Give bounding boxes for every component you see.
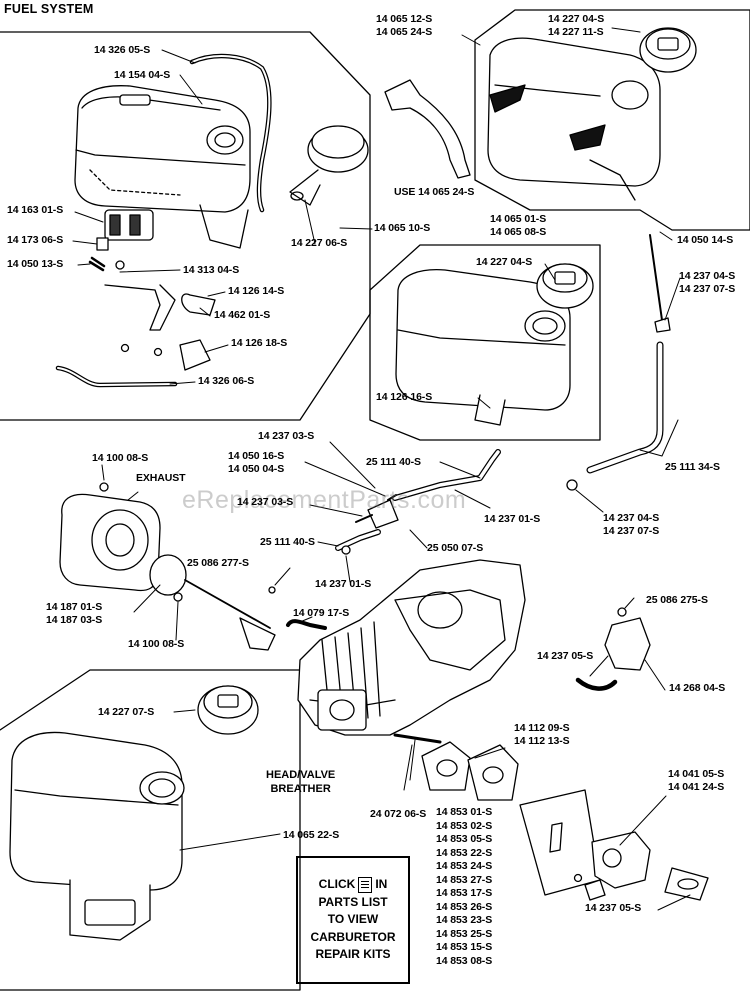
carburetor-gaskets xyxy=(421,741,519,801)
carb-kit-part-number[interactable]: 14 853 17-S xyxy=(436,887,493,899)
part-label[interactable]: 14 050 14-S xyxy=(677,234,734,246)
part-label[interactable]: 14 126 16-S xyxy=(376,391,433,403)
carb-kit-part-number[interactable]: 14 853 02-S xyxy=(436,819,493,832)
part-label[interactable]: 14 050 13-S xyxy=(7,258,64,270)
tank-bracket-14065-12 xyxy=(384,79,471,179)
bracket-14126-18 xyxy=(179,339,211,371)
part-label[interactable]: 25 111 40-S xyxy=(260,536,315,548)
fuel-cap-bottom-left xyxy=(197,685,259,735)
part-label[interactable]: 14 313 04-S xyxy=(183,264,240,276)
clamp-14462 xyxy=(181,293,216,316)
carburetor xyxy=(584,831,709,901)
part-label[interactable]: 14 163 01-S xyxy=(7,204,64,216)
fuel-cap-14227-06 xyxy=(289,125,369,206)
part-label[interactable]: 14 227 07-S xyxy=(98,706,155,718)
part-label[interactable]: 14 462 01-S xyxy=(214,309,271,321)
tube-14079-17 xyxy=(286,619,327,630)
part-label[interactable]: 14 227 04-S xyxy=(476,256,533,268)
part-label[interactable]: 14 326 05-S xyxy=(94,44,151,56)
part-label[interactable]: 14 079 17-S xyxy=(293,607,350,619)
in-label: IN xyxy=(375,877,388,891)
carb-kit-part-number[interactable]: 14 853 24-S xyxy=(436,860,493,872)
carb-kit-part-number[interactable]: 14 853 22-S xyxy=(436,846,493,859)
carb-kit-part-number[interactable]: 14 853 15-S xyxy=(436,941,493,953)
part-label[interactable]: 14 237 05-S xyxy=(537,650,594,662)
clickbox-line: PARTS LIST xyxy=(318,894,388,909)
bracket-14126-14 xyxy=(104,284,176,331)
exhaust-muffler xyxy=(59,493,161,592)
inline-filter xyxy=(367,499,399,529)
part-label[interactable]: 14 237 01-S xyxy=(484,513,541,525)
air-filter-gasket xyxy=(519,789,601,896)
part-label[interactable]: 14 126 14-S xyxy=(228,285,285,297)
click-label: CLICK xyxy=(318,877,356,891)
part-label[interactable]: 24 072 06-S xyxy=(370,808,427,820)
watermark: eReplacementParts.com xyxy=(182,486,467,514)
part-label[interactable]: 14 100 08-S xyxy=(92,452,149,464)
part-label[interactable]: 14 065 10-S xyxy=(374,222,431,234)
engine-block xyxy=(297,559,526,744)
vent-tube-bottom xyxy=(55,365,178,388)
clickbox-line: TO VIEW xyxy=(327,912,379,926)
part-label[interactable]: 14 154 04-S xyxy=(114,69,171,81)
fuel-tank-top-left xyxy=(74,85,251,249)
exhaust-label: EXHAUST xyxy=(136,472,186,484)
panel-top-right-outline xyxy=(474,9,750,231)
heat-shield xyxy=(149,554,276,651)
carburetor-repair-kits-link[interactable]: CLICK IN PARTS LIST TO VIEW CARBURETOR R… xyxy=(296,856,410,984)
part-label[interactable]: 14 237 05-S xyxy=(585,902,642,914)
part-label[interactable]: 14 227 06-S xyxy=(291,237,348,249)
carb-kit-part-number[interactable]: 14 853 23-S xyxy=(436,914,493,926)
part-label[interactable]: 25 111 34-S xyxy=(665,461,720,473)
fuel-cap-top-right xyxy=(639,27,697,73)
page-title: FUEL SYSTEM xyxy=(4,2,94,16)
head-valve-breather-label: HEAD/VALVE BREATHER xyxy=(266,769,336,795)
clickbox-line: CARBURETOR xyxy=(310,929,396,944)
part-label[interactable]: 14 268 04-S xyxy=(669,682,726,694)
part-label[interactable]: 25 086 277-S xyxy=(187,557,249,569)
carb-kit-part-number[interactable]: 14 853 25-S xyxy=(436,927,493,940)
fuel-tank-mid-right xyxy=(395,269,571,426)
fuel-cap-mid-right xyxy=(536,263,594,309)
carb-kit-part-number[interactable]: 14 853 08-S xyxy=(436,954,493,967)
carb-kit-part-number[interactable]: 14 853 27-S xyxy=(436,873,493,886)
fuel-tank-bottom-left xyxy=(9,731,185,941)
part-label[interactable]: 25 111 40-S xyxy=(366,456,421,468)
fuel-pump xyxy=(575,607,651,691)
fuel-tank-top-right xyxy=(487,37,661,201)
part-label[interactable]: 14 173 06-S xyxy=(7,234,64,246)
part-label[interactable]: 14 237 03-S xyxy=(237,496,294,508)
carb-kit-part-number[interactable]: 14 853 26-S xyxy=(436,900,493,913)
part-label[interactable]: 14 065 22-S xyxy=(283,829,340,841)
part-label[interactable]: 14 237 03-S xyxy=(258,430,315,442)
part-label[interactable]: 14 100 08-S xyxy=(128,638,185,650)
clickbox-line: REPAIR KITS xyxy=(315,947,391,961)
part-label[interactable]: 25 086 275-S xyxy=(646,594,708,606)
carb-kit-part-number[interactable]: 14 853 01-S xyxy=(436,806,493,818)
panel-mid-right-outline xyxy=(369,244,601,441)
part-label[interactable]: 14 326 06-S xyxy=(198,375,255,387)
parts-list-icon xyxy=(358,876,373,893)
part-label[interactable]: 25 050 07-S xyxy=(427,542,484,554)
panel-top-left-outline xyxy=(0,31,371,421)
use-note: USE 14 065 24-S xyxy=(394,186,475,198)
leader-lines xyxy=(72,27,691,911)
part-label[interactable]: 14 126 18-S xyxy=(231,337,288,349)
part-label[interactable]: 14 237 01-S xyxy=(315,578,372,590)
carb-kit-part-number[interactable]: 14 853 05-S xyxy=(436,833,493,845)
fuel-filter-14163 xyxy=(88,209,154,272)
